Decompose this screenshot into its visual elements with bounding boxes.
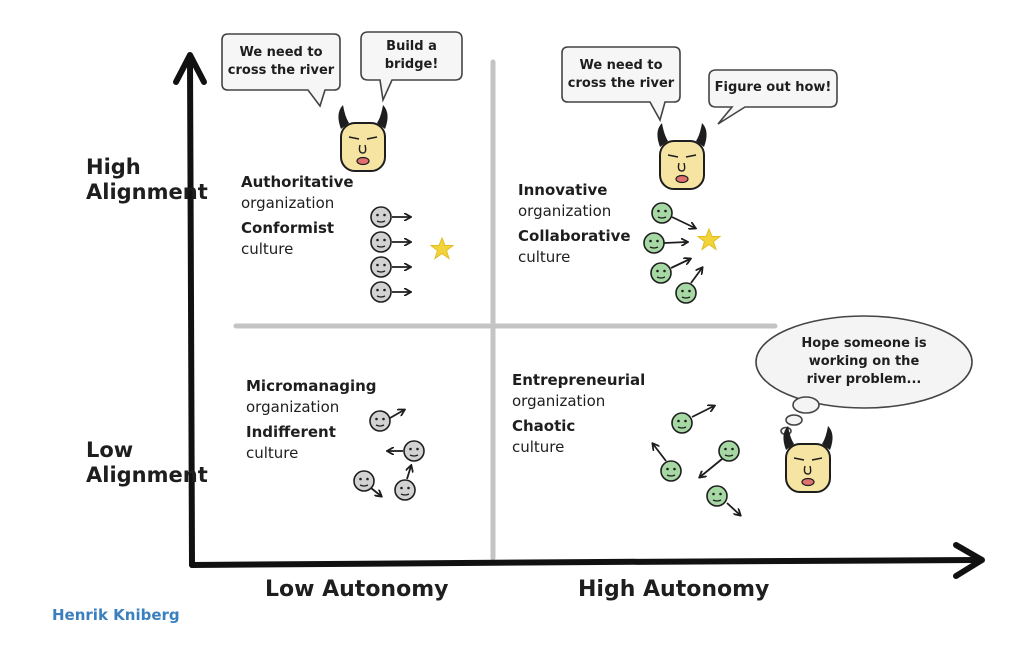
leader-face-icon <box>657 123 707 190</box>
team-member-icon <box>660 460 682 482</box>
culture-word: culture <box>518 248 571 266</box>
x-axis <box>189 542 985 579</box>
team-member-icon <box>651 202 673 224</box>
quadrant-top-left-label: Authoritative organization Conformist cu… <box>241 172 354 260</box>
y-axis-low-line-2: Alignment <box>86 463 208 487</box>
team-member-icon <box>675 282 697 304</box>
team-member-icon <box>650 262 672 284</box>
team-member-icon <box>403 440 425 462</box>
speech-bubble-tr-1 <box>561 46 681 123</box>
organization-word: organization <box>512 392 606 410</box>
y-axis-high-line-1: High <box>86 155 141 179</box>
culture-word: culture <box>241 240 294 258</box>
culture-word: culture <box>512 438 565 456</box>
star-goal-icon <box>429 236 455 260</box>
team-member-icon <box>394 479 416 501</box>
speech-line: We need to <box>579 58 663 73</box>
thought-line: working on the <box>808 354 920 369</box>
thought-line: river problem... <box>806 372 922 387</box>
direction-arrows <box>392 217 410 292</box>
speech-line: cross the river <box>227 63 335 78</box>
speech-line: Build a <box>386 39 437 54</box>
y-axis-high-label: High Alignment <box>86 155 208 205</box>
speech-text-tr-2: Figure out how! <box>709 79 837 97</box>
author-credit: Henrik Kniberg <box>52 606 180 624</box>
culture-word: culture <box>246 444 299 462</box>
team-member-icon <box>643 232 665 254</box>
y-axis-high-line-2: Alignment <box>86 180 208 204</box>
organization-type: Entrepreneurial <box>512 371 646 389</box>
leader-face-icon <box>783 426 833 493</box>
speech-line: Figure out how! <box>714 80 832 95</box>
speech-text-tl-1: We need to cross the river <box>222 44 340 80</box>
organization-word: organization <box>241 194 335 212</box>
team-member-icon <box>370 256 392 278</box>
team-member-icon <box>370 206 392 228</box>
organization-type: Authoritative <box>241 173 354 191</box>
culture-type: Chaotic <box>512 417 576 435</box>
direction-arrows <box>663 216 702 284</box>
culture-type: Indifferent <box>246 423 336 441</box>
y-axis <box>173 52 207 568</box>
thought-line: Hope someone is <box>801 336 927 351</box>
organization-word: organization <box>246 398 340 416</box>
y-axis-low-line-1: Low <box>86 438 134 462</box>
speech-bubble-tl-1 <box>221 33 341 108</box>
speech-bubble-tl-2 <box>360 31 463 103</box>
quadrant-bottom-left-label: Micromanaging organization Indifferent c… <box>246 376 377 464</box>
organization-word: organization <box>518 202 612 220</box>
team-member-icon <box>370 231 392 253</box>
quadrant-top-right-label: Innovative organization Collaborative cu… <box>518 180 631 268</box>
culture-type: Collaborative <box>518 227 631 245</box>
team-member-icon <box>671 412 693 434</box>
team-member-icon <box>718 440 740 462</box>
x-axis-high-label: High Autonomy <box>578 577 770 602</box>
x-axis-low-label: Low Autonomy <box>265 577 449 602</box>
speech-line: cross the river <box>567 76 675 91</box>
organization-type: Micromanaging <box>246 377 377 395</box>
y-axis-low-label: Low Alignment <box>86 438 208 488</box>
direction-arrows <box>370 410 411 496</box>
speech-bubble-tr-2 <box>708 69 838 125</box>
culture-type: Conformist <box>241 219 335 237</box>
speech-text-tr-1: We need to cross the river <box>562 57 680 93</box>
organization-type: Innovative <box>518 181 608 199</box>
thought-bubble <box>755 315 973 436</box>
team-member-icon <box>706 485 728 507</box>
speech-text-tl-2: Build a bridge! <box>361 38 462 74</box>
speech-line: bridge! <box>384 57 439 72</box>
star-goal-icon <box>696 227 722 251</box>
direction-arrows <box>653 406 740 515</box>
quadrant-bottom-right-label: Entrepreneurial organization Chaotic cul… <box>512 370 645 458</box>
speech-line: We need to <box>239 45 323 60</box>
team-member-icon <box>370 281 392 303</box>
leader-face-icon <box>338 105 388 172</box>
thought-text: Hope someone is working on the river pro… <box>794 335 934 389</box>
